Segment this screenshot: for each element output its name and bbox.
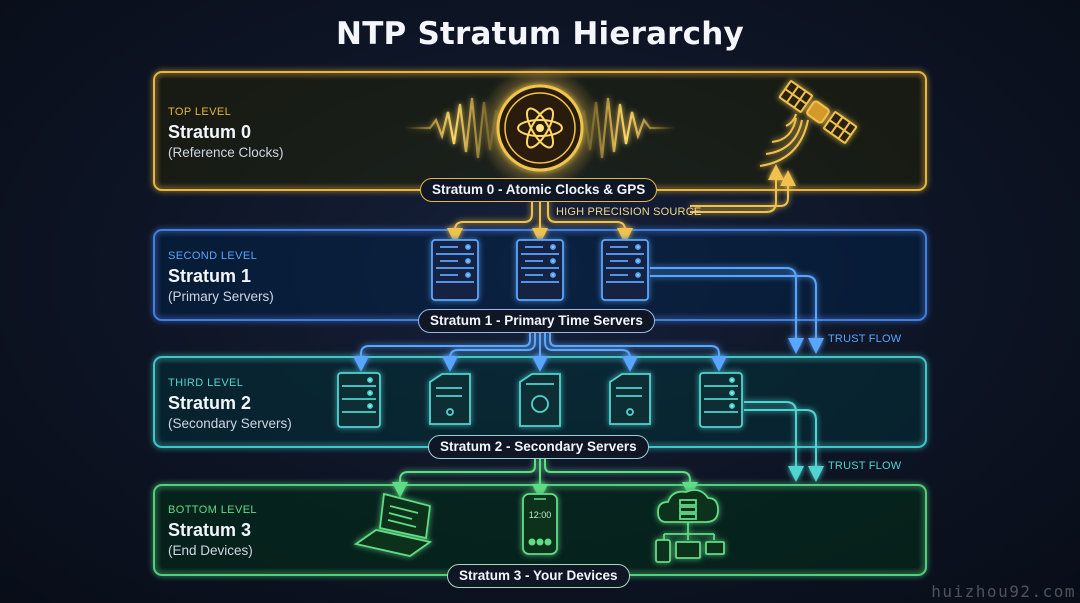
stratum2-name: Stratum 2: [168, 393, 252, 413]
stratum0-desc: (Reference Clocks): [168, 145, 284, 160]
stratum0-name: Stratum 0: [168, 122, 252, 142]
stratum3-desc: (End Devices): [168, 543, 253, 558]
trust-flow-1-note: TRUST FLOW: [828, 333, 902, 345]
stratum3-level: BOTTOM LEVEL: [168, 504, 257, 516]
rack-server-icon: [601, 239, 649, 301]
stratum1-level: SECOND LEVEL: [168, 250, 258, 262]
tower-server-icon: [519, 373, 561, 427]
stratum0-label: TOP LEVEL Stratum 0 (Reference Clocks): [168, 106, 284, 160]
stratum2-level: THIRD LEVEL: [168, 377, 244, 389]
stratum2-label: THIRD LEVEL Stratum 2 (Secondary Servers…: [168, 377, 292, 431]
rack-server-icon: [699, 372, 743, 428]
trust-flow-2-arrows: [744, 401, 824, 482]
stratum3-name: Stratum 3: [168, 520, 252, 540]
stratum1-connectors: [353, 267, 824, 372]
page-title: NTP Stratum Hierarchy: [336, 16, 744, 52]
stratum2-badge: Stratum 2 - Secondary Servers: [428, 435, 649, 459]
tower-server-icon: [609, 373, 651, 425]
high-precision-note: HIGH PRECISION SOURCE: [556, 206, 702, 218]
stratum3-badge: Stratum 3 - Your Devices: [447, 564, 630, 588]
satellite-icon: [759, 80, 858, 167]
stratum1-desc: (Primary Servers): [168, 289, 274, 304]
cloud-network-icon: [655, 489, 725, 563]
stratum1-label: SECOND LEVEL Stratum 1 (Primary Servers): [168, 250, 274, 304]
rack-server-icon: [431, 239, 479, 301]
rack-server-icon: [337, 372, 381, 428]
stratum1-name: Stratum 1: [168, 266, 252, 286]
laptop-icon: [353, 492, 433, 557]
watermark: huizhou92.com: [931, 582, 1076, 601]
stratum0-connectors: [447, 164, 796, 244]
stratum1-badge: Stratum 1 - Primary Time Servers: [418, 309, 655, 333]
stratum3-label: BOTTOM LEVEL Stratum 3 (End Devices): [168, 504, 257, 558]
stratum0-badge: Stratum 0 - Atomic Clocks & GPS: [420, 178, 658, 202]
stratum0-level: TOP LEVEL: [168, 106, 232, 118]
trust-flow-2-note: TRUST FLOW: [828, 460, 902, 472]
tower-server-icon: [429, 373, 471, 425]
stratum2-desc: (Secondary Servers): [168, 416, 292, 431]
atomic-clock-icon: [405, 66, 675, 190]
phone-clock: 12:00: [529, 510, 552, 520]
rack-server-icon: [516, 239, 564, 301]
smartphone-icon: 12:00: [522, 493, 558, 555]
stratum2-connectors: [392, 458, 698, 500]
